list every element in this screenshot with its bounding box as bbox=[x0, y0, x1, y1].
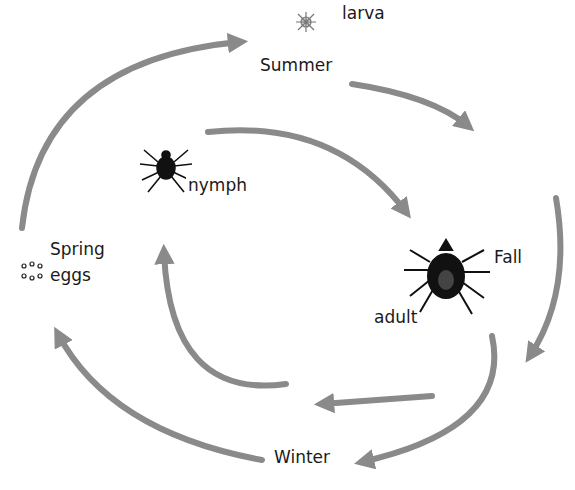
season-label: Winter bbox=[272, 448, 332, 467]
cycle-arrow bbox=[208, 130, 406, 212]
eggs-icon bbox=[22, 262, 42, 280]
season-label: Fall bbox=[492, 248, 524, 267]
cycle-arrow bbox=[58, 334, 262, 460]
adult-tick-icon bbox=[404, 240, 490, 314]
stage-label: larva bbox=[340, 4, 387, 23]
season-label: Spring bbox=[48, 240, 107, 259]
cycle-arrow bbox=[22, 42, 240, 228]
larva-icon bbox=[296, 12, 316, 32]
nymph-icon bbox=[140, 150, 192, 192]
cycle-arrow bbox=[164, 252, 286, 386]
season-label: Summer bbox=[258, 56, 334, 75]
stage-label: eggs bbox=[48, 266, 93, 285]
cycle-arrow bbox=[322, 396, 432, 404]
cycle-arrow bbox=[352, 84, 468, 126]
stage-label: adult bbox=[372, 308, 419, 327]
cycle-arrow bbox=[530, 198, 560, 356]
stage-label: nymph bbox=[186, 176, 249, 195]
